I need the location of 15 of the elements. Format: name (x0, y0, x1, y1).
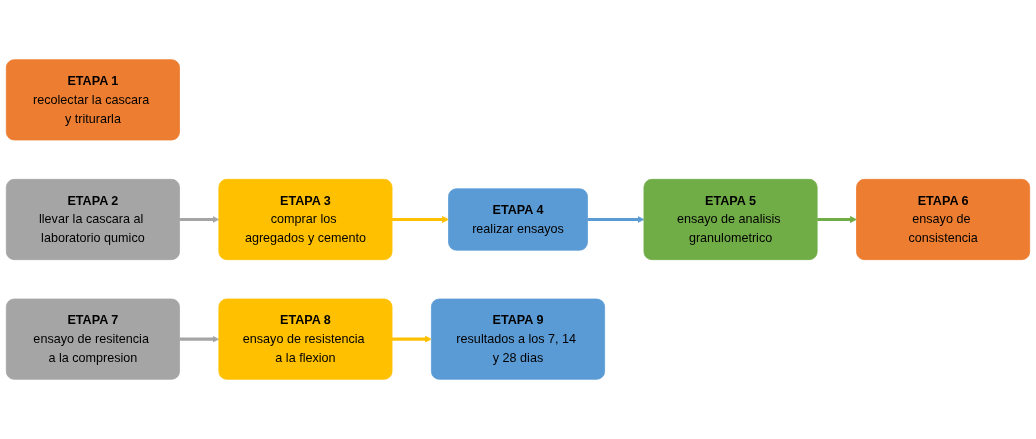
node-box: ETAPA 7 ensayo de resitencia a la compresion (5, 298, 180, 380)
arrow (179, 216, 220, 223)
arrow (392, 216, 449, 223)
node-box: ETAPA 9 resultados a los 7, 14 y 28 dias (431, 298, 605, 380)
arrow (587, 216, 645, 223)
node-box: ETAPA 8 ensayo de resistencia a la flexion (218, 298, 393, 380)
arrow (817, 216, 857, 223)
arrow (392, 335, 432, 343)
node-box: ETAPA 2 llevar la cascara al laboratorio qumico (5, 178, 180, 261)
arrow (179, 335, 220, 343)
node-box: ETAPA 6 ensayo de consistencia (856, 178, 1031, 261)
node-box: ETAPA 4 realizar ensayos (448, 188, 588, 251)
node-box: ETAPA 3 comprar los agregados y cemento (218, 178, 393, 261)
node-box: ETAPA 5 ensayo de analisis granulometrico (643, 178, 818, 261)
node-box: ETAPA 1 recolectar la cascara y triturarla (5, 59, 180, 141)
